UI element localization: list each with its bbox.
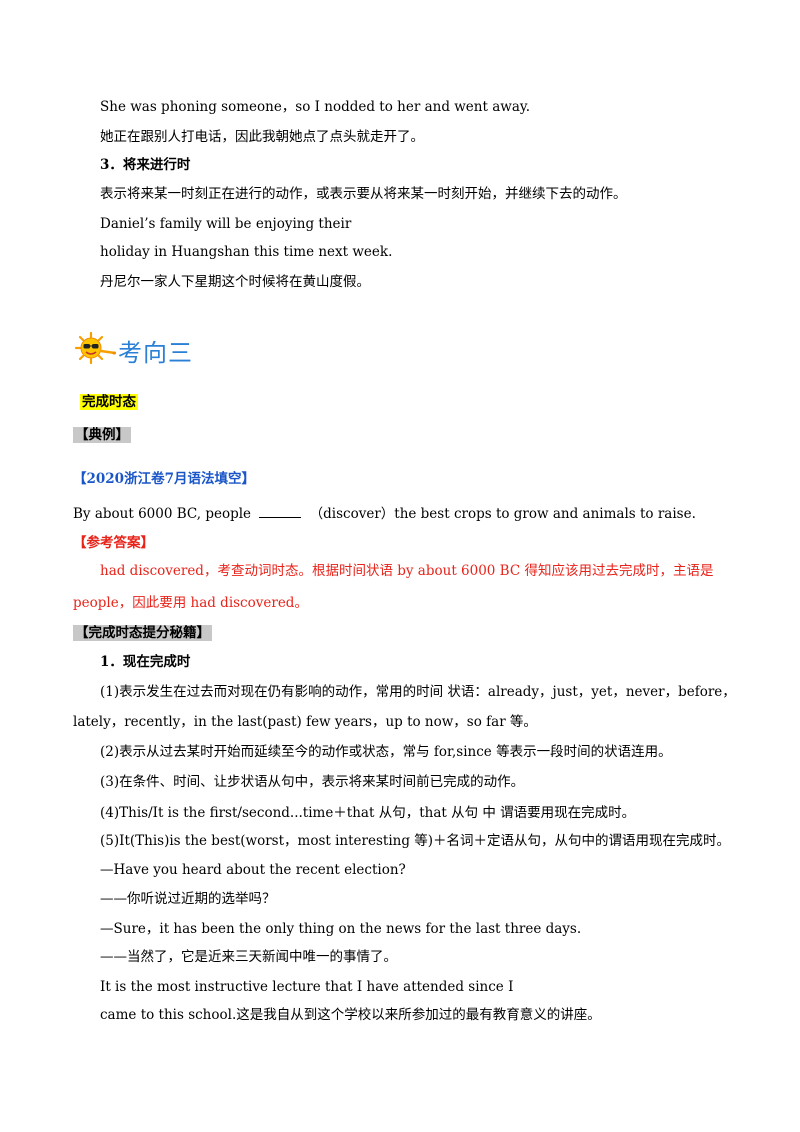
text-line: 她正在跟别人打电话，因此我朝她点了点头就走开了。 <box>100 129 424 145</box>
question-line: By about 6000 BC, people （discover）the b… <box>73 503 696 524</box>
text-line: (1)表示发生在过去而对现在仍有影响的动作，常用的时间 状语：already，j… <box>100 684 736 700</box>
subheading: 3．将来进行时 <box>100 157 191 173</box>
text-line: (2)表示从过去某时开始而延续至今的动作或状态，常与 for,since 等表示… <box>100 744 672 760</box>
text-line: (5)It(This)is the best(worst，most intere… <box>100 833 731 849</box>
question-before: By about 6000 BC, people <box>73 506 252 522</box>
answer-line: people，因此要用 had discovered。 <box>73 595 308 611</box>
text-line: (3)在条件、时间、让步状语从句中，表示将来某时间前已完成的动作。 <box>100 774 525 790</box>
example-line: It is the most instructive lecture that … <box>100 979 514 995</box>
example-line: —Sure，it has been the only thing on the … <box>100 921 582 937</box>
answer-line: had discovered，考查动词时态。根据时间状语 by about 60… <box>100 563 714 579</box>
text-line: 表示将来某一时刻正在进行的动作，或表示要从将来某一时刻开始，并继续下去的动作。 <box>100 186 627 202</box>
topic-highlight: 完成时态 <box>80 394 138 410</box>
text-line: 丹尼尔一家人下星期这个时候将在黄山度假。 <box>100 274 370 290</box>
text-line: (4)This/It is the first/second...time＋th… <box>100 805 636 821</box>
text-line: She was phoning someone，so I nodded to h… <box>100 99 530 115</box>
topic-label: 完成时态 <box>80 392 138 412</box>
example-tag: 【典例】 <box>73 425 131 445</box>
example-line: —Have you heard about the recent electio… <box>100 862 406 878</box>
question-source: 【2020浙江卷7月语法填空】 <box>73 471 255 487</box>
question-after: （discover）the best crops to grow and ani… <box>309 506 696 522</box>
answer-blank <box>259 503 302 518</box>
tips-tag-text: 【完成时态提分秘籍】 <box>73 625 212 641</box>
answer-tag: 【参考答案】 <box>73 535 154 551</box>
tips-tag: 【完成时态提分秘籍】 <box>73 623 212 643</box>
example-line: ——你听说过近期的选举吗？ <box>100 891 276 907</box>
subheading: 1．现在完成时 <box>100 654 191 670</box>
example-line: ——当然了，它是近来三天新闻中唯一的事情了。 <box>100 949 397 965</box>
example-tag-text: 【典例】 <box>73 427 131 443</box>
text-line: Daniel’s family will be enjoying their <box>100 216 352 232</box>
text-line: lately，recently，in the last(past) few ye… <box>73 714 537 730</box>
sun-with-sunglasses-icon <box>74 331 117 369</box>
section-title: 考向三 <box>118 338 193 367</box>
example-line: came to this school.这是我自从到这个学校以来所参加过的最有教… <box>100 1007 601 1023</box>
section-heading: 考向三 <box>74 330 193 370</box>
text-line: holiday in Huangshan this time next week… <box>100 244 393 260</box>
